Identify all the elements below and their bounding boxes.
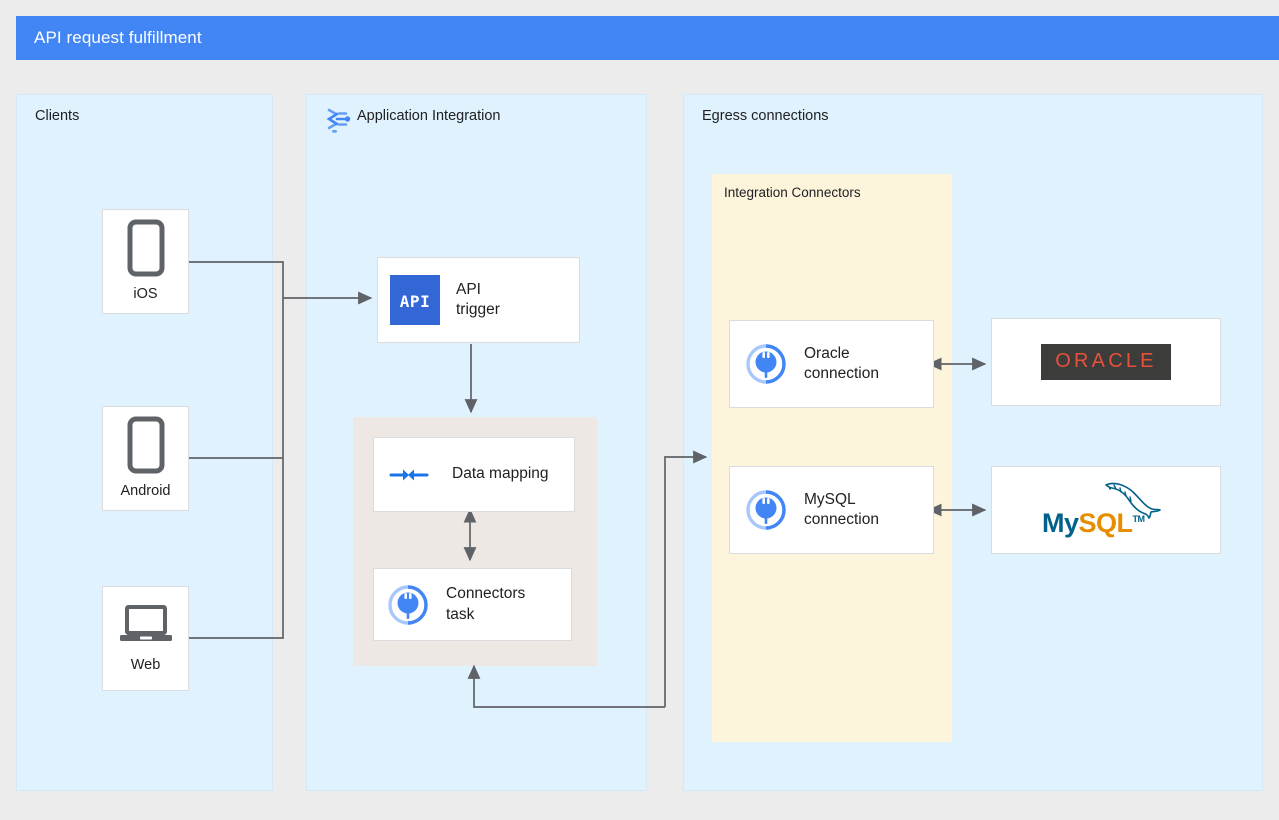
page-title: API request fulfillment [34, 28, 202, 47]
node-data-mapping[interactable]: Data mapping [373, 437, 575, 512]
connector-plug-icon [744, 342, 788, 386]
node-ios[interactable]: iOS [102, 209, 189, 314]
zone-application-integration-label: Application Integration [357, 108, 501, 124]
mysql-logo-text-my: My [1042, 508, 1079, 538]
node-api-trigger[interactable]: API API trigger [377, 257, 580, 343]
node-mysql-connection-label: MySQL connection [804, 490, 879, 528]
node-mysql-database[interactable]: MySQLTM [991, 466, 1221, 554]
oracle-logo: ORACLE [1041, 344, 1171, 380]
node-oracle-database[interactable]: ORACLE [991, 318, 1221, 406]
connector-plug-icon [744, 488, 788, 532]
node-oracle-connection[interactable]: Oracle connection [729, 320, 934, 408]
node-ios-label: iOS [133, 286, 158, 303]
node-web[interactable]: Web [102, 586, 189, 691]
phone-icon [125, 416, 167, 474]
node-api-trigger-label: API trigger [456, 280, 500, 318]
mysql-logo-text-sql: SQL [1078, 508, 1134, 538]
node-oracle-connection-label: Oracle connection [804, 344, 879, 382]
node-connectors-task[interactable]: Connectors task [373, 568, 572, 641]
mysql-dolphin-icon [1105, 482, 1161, 519]
zone-clients-label: Clients [35, 108, 80, 124]
phone-icon [125, 219, 167, 277]
group-integration-connectors-label: Integration Connectors [724, 185, 861, 200]
svg-text:API: API [400, 292, 430, 311]
data-mapping-icon [388, 460, 430, 490]
node-android[interactable]: Android [102, 406, 189, 511]
group-integration-connectors: Integration Connectors [712, 174, 952, 742]
laptop-icon [118, 602, 174, 648]
diagram-title-bar: API request fulfillment [16, 16, 1279, 60]
node-mysql-connection[interactable]: MySQL connection [729, 466, 934, 554]
oracle-logo-text: ORACLE [1055, 350, 1157, 372]
mysql-logo-text: MySQLTM [1042, 508, 1145, 539]
node-android-label: Android [120, 483, 171, 500]
node-web-label: Web [130, 657, 161, 674]
connector-plug-icon [386, 583, 430, 627]
zone-egress-connections-label: Egress connections [702, 108, 829, 124]
api-trigger-icon: API [390, 275, 440, 325]
mysql-logo: MySQLTM [1036, 479, 1176, 541]
node-data-mapping-label: Data mapping [452, 465, 549, 483]
mysql-logo-trademark: TM [1132, 514, 1146, 524]
node-connectors-task-label: Connectors task [446, 585, 526, 623]
application-integration-icon [323, 103, 355, 135]
